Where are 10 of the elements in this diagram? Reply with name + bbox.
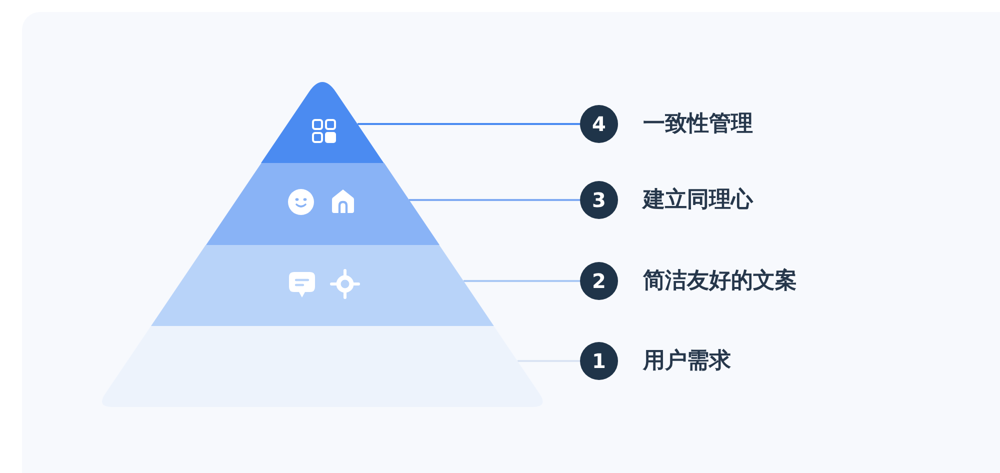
connector-line: [408, 199, 580, 201]
step-label: 建立同理心: [643, 186, 753, 214]
connector-line: [358, 123, 580, 125]
step-label: 用户需求: [643, 347, 731, 375]
pyramid-tier: [206, 163, 440, 245]
connector-line: [464, 280, 580, 282]
pyramid-tier: [151, 245, 494, 326]
step-label: 简洁友好的文案: [643, 267, 797, 295]
step-label: 一致性管理: [643, 110, 753, 138]
pyramid-tier: [261, 82, 384, 163]
